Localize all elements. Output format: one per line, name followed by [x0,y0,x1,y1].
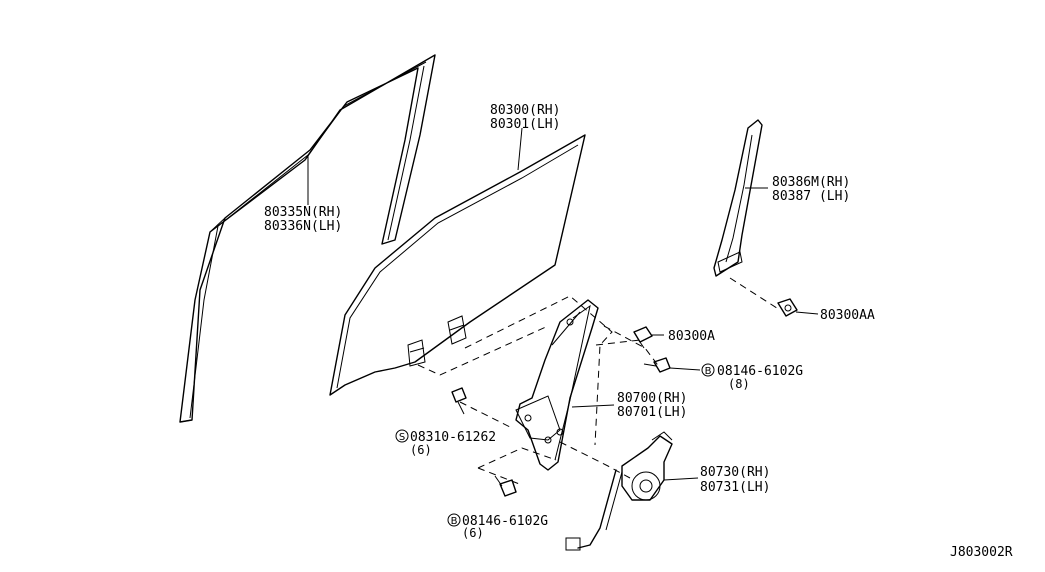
label-bolt-lower-qty: (6) [462,526,484,540]
bolt-lower [494,475,517,497]
label-motor-rh: 80730(RH) [700,465,770,480]
glass-run-channel [713,119,763,277]
badge-s: S [399,432,405,443]
label-screw-number: 08310-61262 [410,430,496,445]
label-bolt-upper-number: 08146-6102G [717,364,803,379]
label-motor-lh: 80731(LH) [700,480,770,495]
label-channel-rh: 80386M(RH) [772,175,850,190]
badge-b-circle-lower [447,513,461,527]
bolt-upper [643,357,671,373]
label-clip-aa: 80300AA [820,308,875,323]
diagram-code: J803002R [950,545,1013,560]
label-channel-lh: 80387 (LH) [772,189,850,204]
clip-80300a [633,326,653,349]
badge-b-lower: B [451,516,458,527]
label-regulator-lh: 80701(LH) [617,405,687,420]
label-glass-rh: 80300(RH) [490,103,560,118]
label-clip-a: 80300A [668,329,715,344]
window-regulator [515,299,599,471]
screw-regulator [451,387,467,415]
badge-b-circle-upper [701,363,715,377]
leader-lines [307,127,819,481]
badge-b-upper: B [705,366,712,377]
label-regulator-rh: 80700(RH) [617,391,687,406]
label-sash-rh: 80335N(RH) [264,205,342,220]
label-screw-qty: (6) [410,443,432,457]
label-sash-lh: 80336N(LH) [264,219,342,234]
regulator-motor [565,431,673,551]
badge-s-circle [395,429,409,443]
label-bolt-lower-number: 08146-6102G [462,514,548,529]
label-bolt-upper-qty: (8) [728,377,750,391]
door-sash-weatherstrip [179,54,436,423]
regulator-mounting-outline [417,277,781,486]
clip-80300aa [777,298,798,317]
door-glass [329,134,586,396]
label-glass-lh: 80301(LH) [490,117,560,132]
